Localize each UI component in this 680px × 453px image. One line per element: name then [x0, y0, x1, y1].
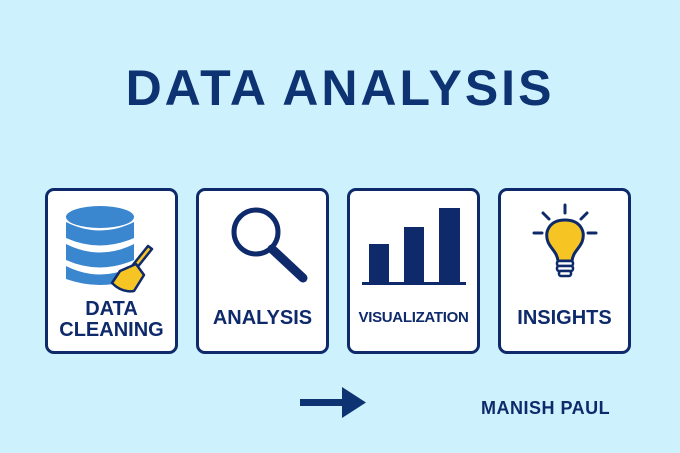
database-broom-icon [66, 206, 154, 293]
card-visualization: VISUALIZATION [347, 188, 480, 354]
lightbulb-icon [532, 203, 598, 278]
card-data-cleaning: DATA CLEANING [45, 188, 178, 354]
card-insights: INSIGHTS [498, 188, 631, 354]
card-label: INSIGHTS [517, 307, 612, 329]
card-analysis: ANALYSIS [196, 188, 329, 354]
bar-chart-icon [362, 208, 466, 285]
page-title: DATA ANALYSIS [125, 60, 555, 116]
card-label: VISUALIZATION [358, 309, 469, 326]
magnifying-glass-icon [231, 207, 308, 283]
card-label: ANALYSIS [212, 307, 313, 329]
arrow-right-icon [300, 387, 366, 418]
author-name: MANISH PAUL [481, 398, 611, 418]
card-label-line2: CLEANING [59, 319, 164, 341]
card-label-line1: DATA [85, 298, 138, 320]
